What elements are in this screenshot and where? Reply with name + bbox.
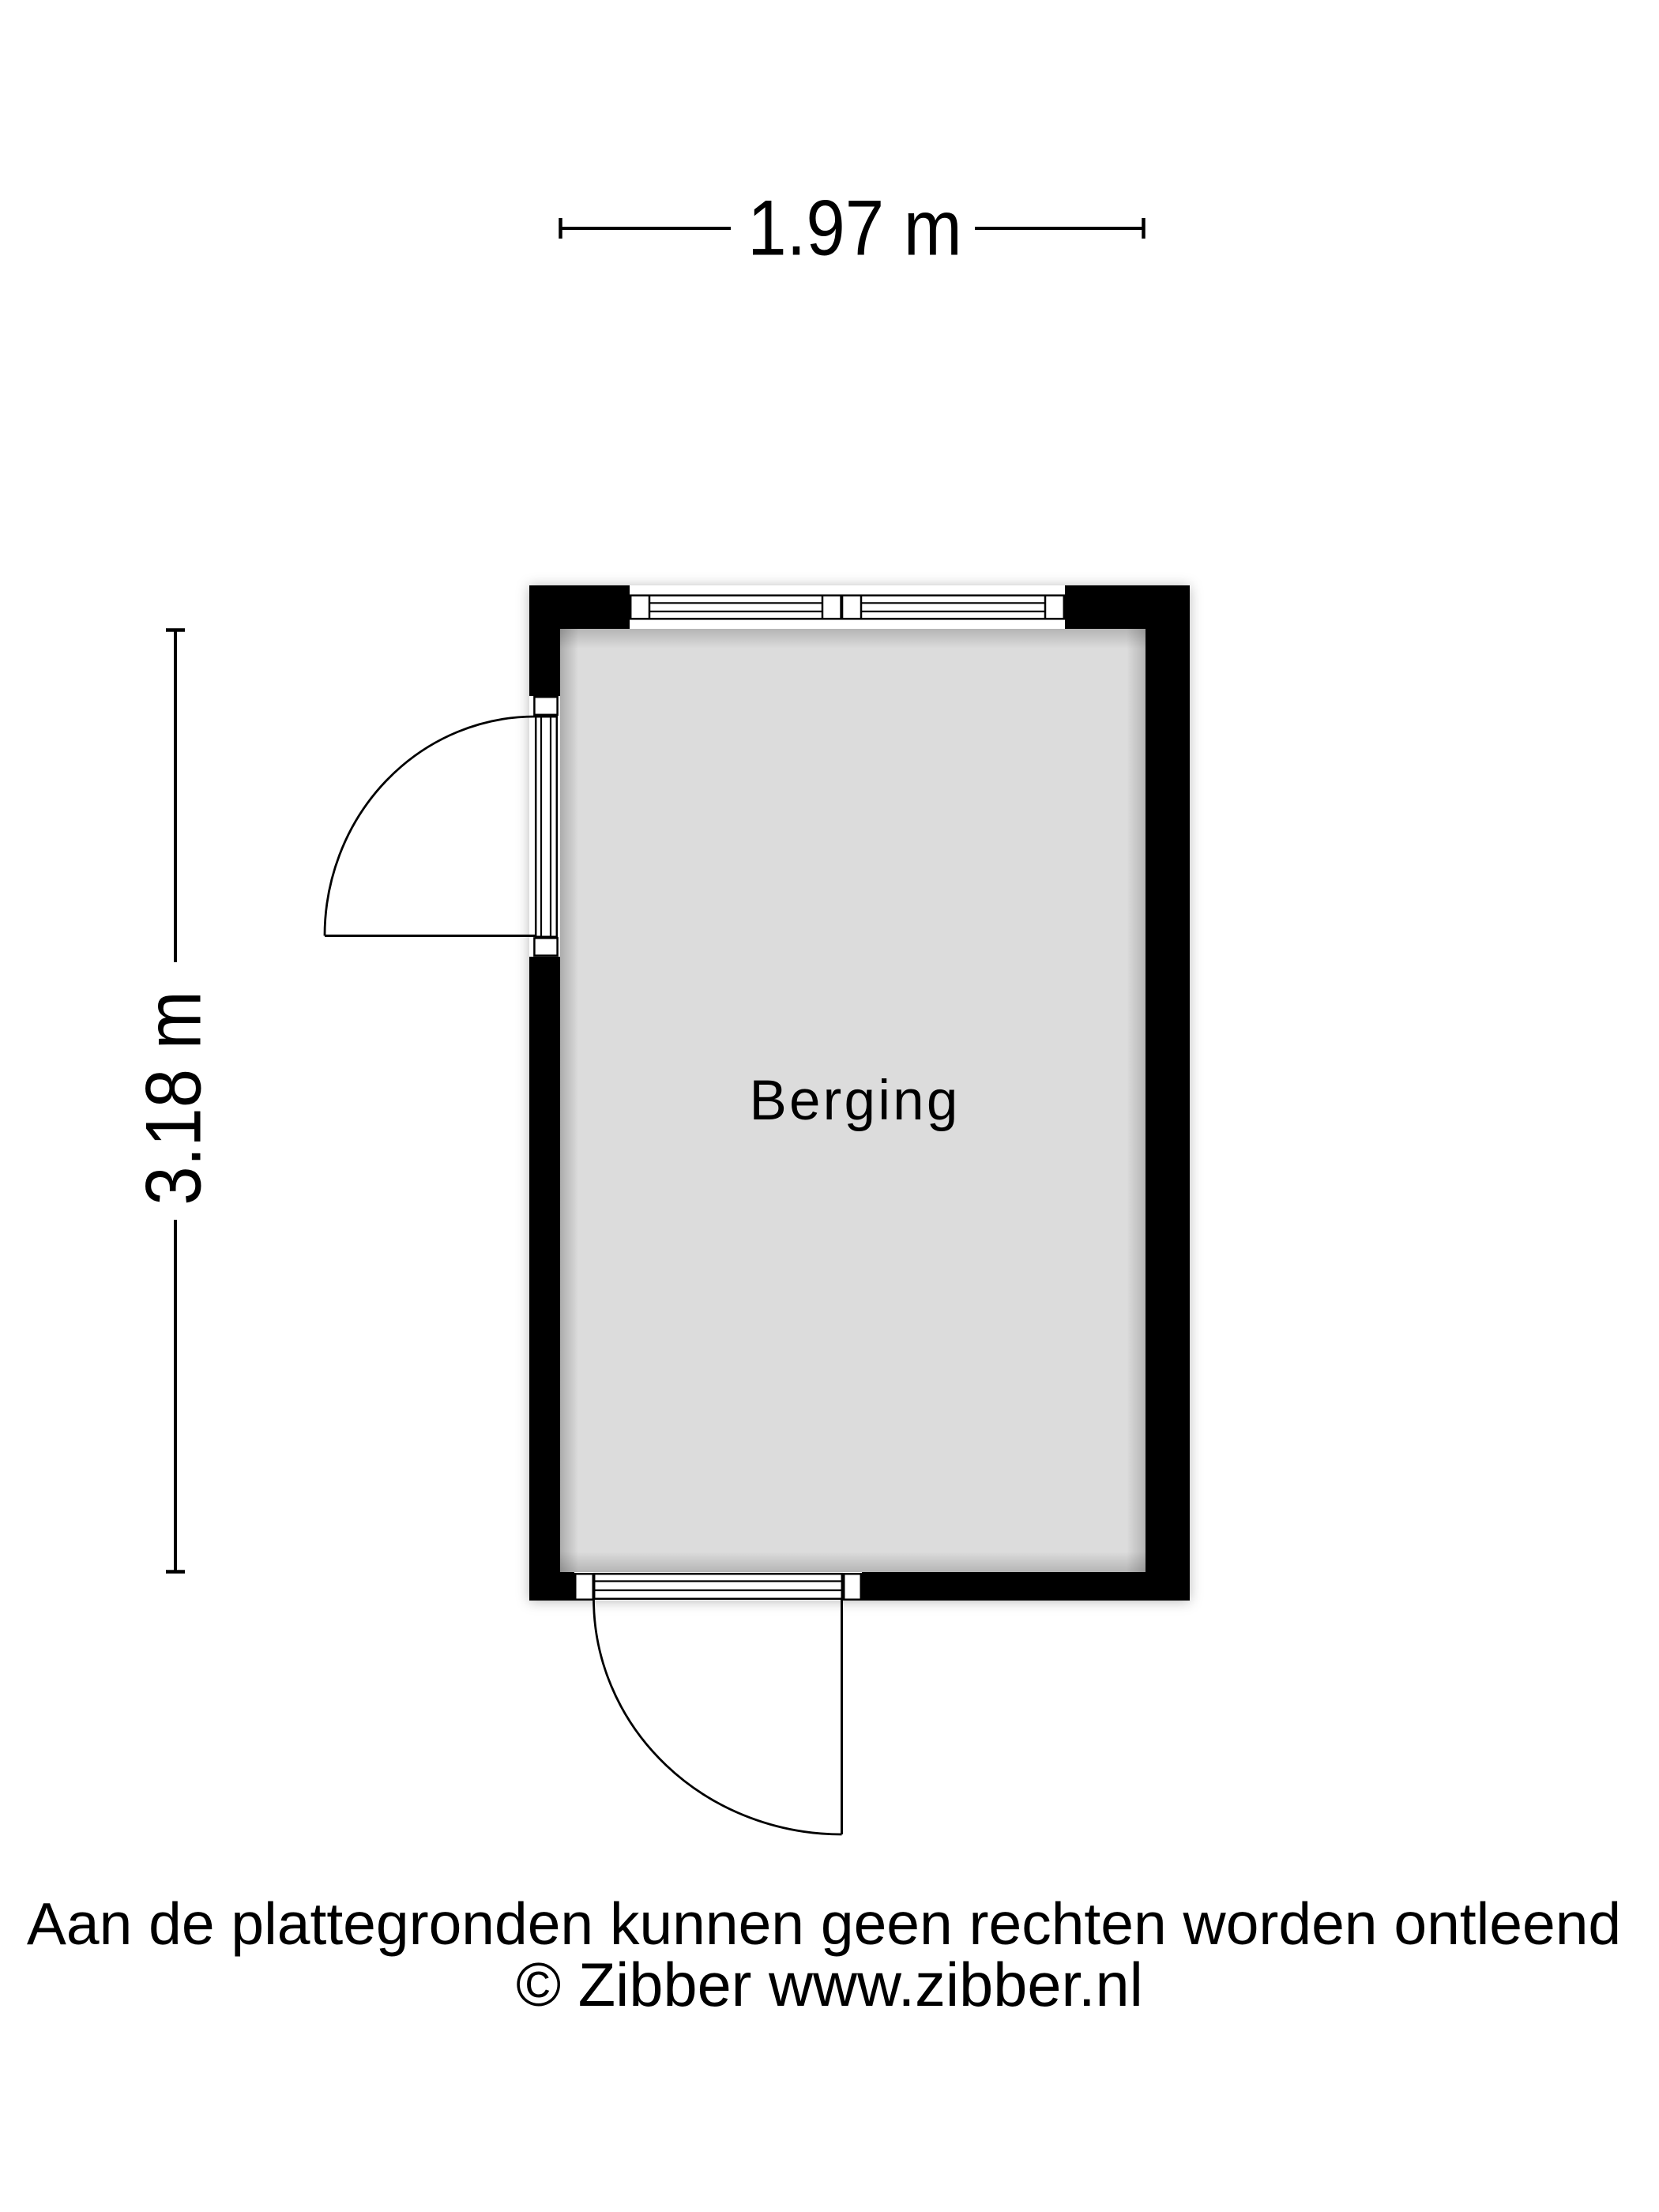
svg-text:© Zibber www.zibber.nl: © Zibber www.zibber.nl <box>516 1951 1143 2019</box>
svg-text:Berging: Berging <box>749 1070 960 1132</box>
svg-text:3.18 m: 3.18 m <box>130 991 217 1205</box>
svg-text:1.97 m: 1.97 m <box>747 184 961 272</box>
svg-text:Aan de plattegronden kunnen ge: Aan de plattegronden kunnen geen rechten… <box>27 1890 1621 1957</box>
